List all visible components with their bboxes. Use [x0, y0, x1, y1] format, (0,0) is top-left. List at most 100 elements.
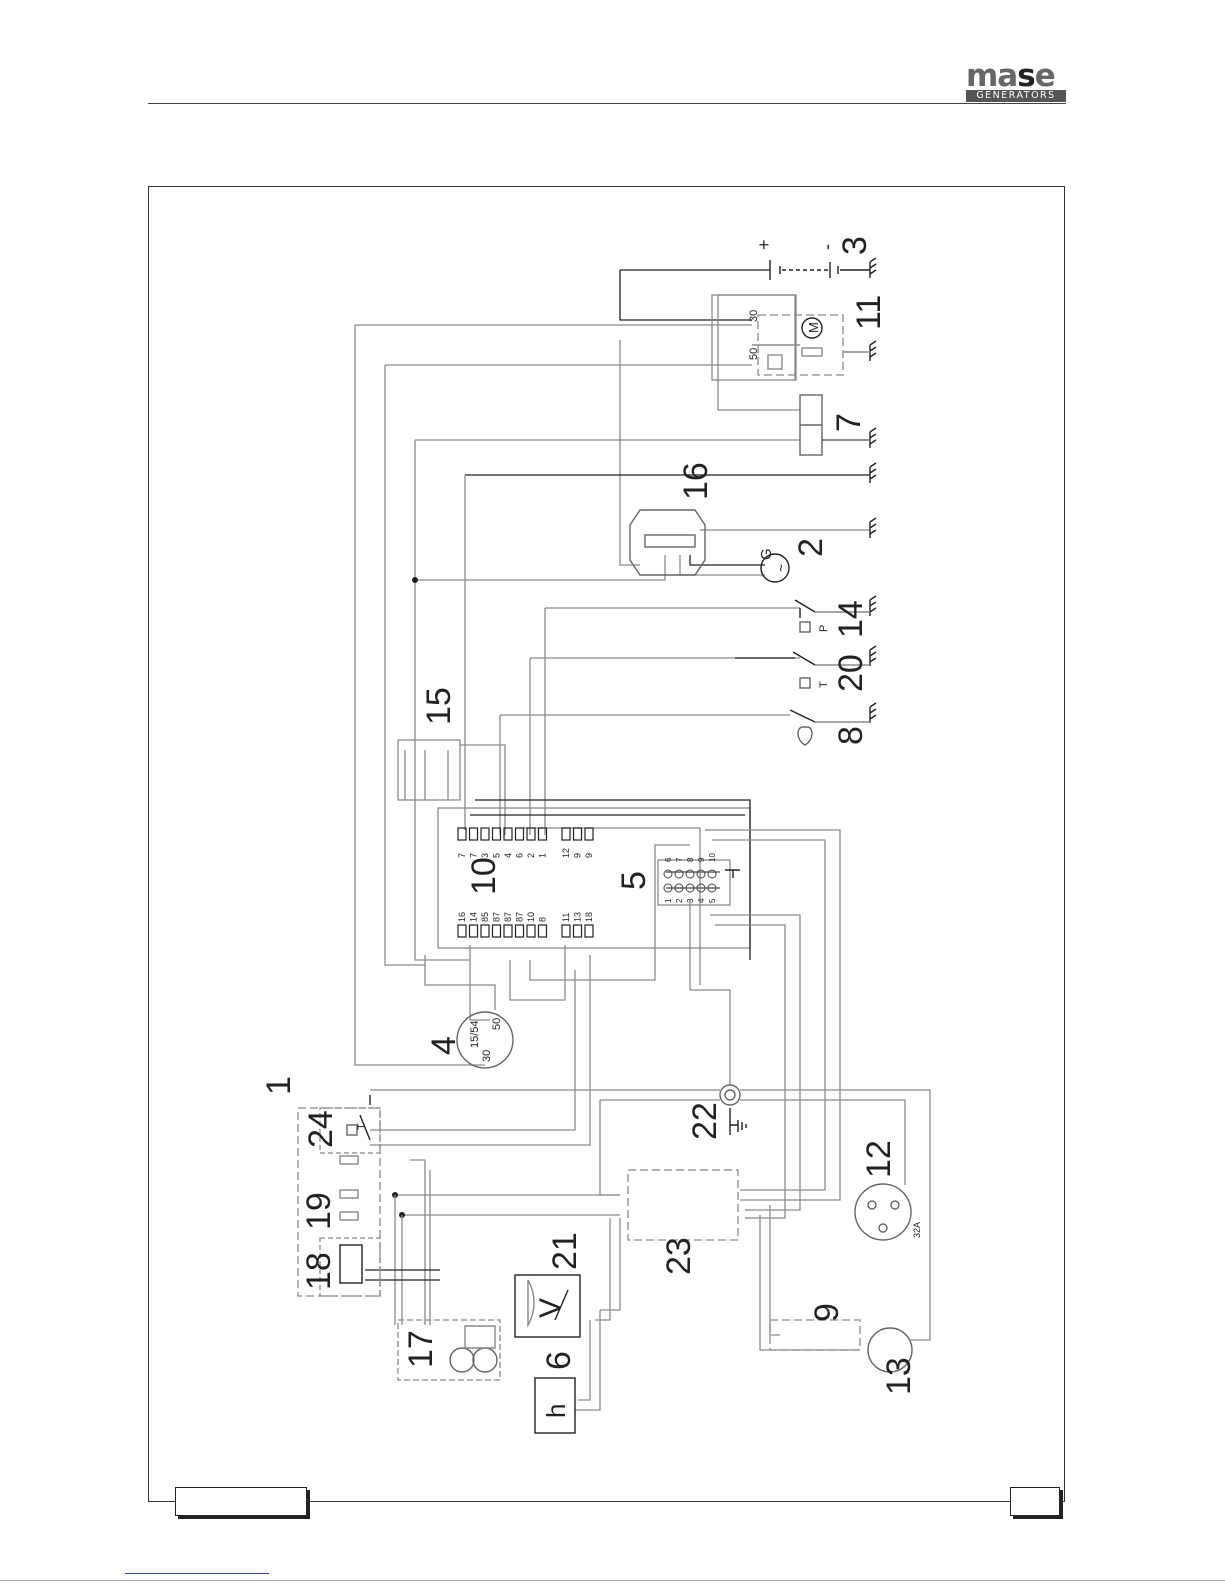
- terminal-number: 18: [584, 912, 594, 922]
- component-label-6: 6: [540, 1351, 578, 1370]
- key-1554-label: 15/54: [469, 1020, 481, 1048]
- terminal-5-screw: [708, 870, 716, 878]
- terminal-block: [516, 828, 524, 840]
- temp-t-label: T: [818, 681, 830, 688]
- resistor-19-b: [340, 1212, 358, 1220]
- terminal-number: 87: [515, 912, 525, 922]
- terminal-number: 8: [538, 917, 548, 922]
- component-label-12: 12: [860, 1140, 898, 1178]
- starter-pin-30: 30: [748, 310, 760, 322]
- pressure-sensor-body: [800, 622, 810, 632]
- terminal-5-number: 2: [675, 898, 684, 903]
- avr-17-pot: [473, 1348, 497, 1372]
- terminal-number: 2: [526, 853, 536, 858]
- component-label-7: 7: [830, 413, 868, 432]
- battery-cell-1: [770, 260, 780, 280]
- wire-key-50: [510, 945, 565, 1000]
- socket-12-pin: [879, 1224, 887, 1232]
- wire-24-relay: [370, 970, 575, 1130]
- ground-symbol-16: [870, 463, 876, 483]
- ground-symbol-11: [870, 341, 876, 361]
- terminal-number: 5: [492, 853, 502, 858]
- starter-solenoid: [768, 355, 782, 369]
- terminal-number: 16: [457, 912, 467, 922]
- terminal-block: [516, 925, 524, 937]
- wire-panel-bus-3: [520, 828, 700, 985]
- component-label-16: 16: [677, 462, 715, 500]
- resistor-19-a: [340, 1190, 358, 1198]
- wire-24-relay-2: [370, 955, 590, 1145]
- starter-motor-label: M: [806, 322, 821, 333]
- terminal-number: 9: [573, 853, 583, 858]
- socket-rating-label: 32A: [912, 1222, 922, 1238]
- generator-tilde-label: ~: [773, 564, 789, 572]
- ground-symbol-20: [870, 646, 876, 666]
- terminal-5-earth: [725, 870, 740, 878]
- fuel-switch-8: [790, 710, 815, 722]
- breaker-9-box: [770, 1320, 860, 1350]
- thermal-24-switch: [360, 1095, 370, 1140]
- battery-plus-label: +: [754, 239, 774, 250]
- wire-panel-bus-1: [475, 800, 750, 960]
- component-label-17: 17: [402, 1330, 440, 1368]
- terminal-block: [458, 925, 466, 937]
- relay-15-box: [398, 740, 460, 800]
- terminal-5-number: 5: [708, 898, 717, 903]
- terminal-number: 87: [503, 912, 513, 922]
- terminal-block: [574, 925, 582, 937]
- hourmeter-h-label: h: [541, 1404, 571, 1418]
- component-label-19: 19: [300, 1192, 338, 1230]
- wire-term-socket-4: [715, 925, 785, 1218]
- terminal-number: 6: [515, 853, 525, 858]
- component-label-18: 18: [300, 1252, 338, 1290]
- socket-12-pin: [891, 1201, 899, 1209]
- starter-11-outline: [712, 295, 796, 380]
- wire-24-to-17: [410, 1160, 430, 1325]
- terminal-block: [527, 828, 535, 840]
- terminal-number: 3: [480, 853, 490, 858]
- terminal-block: [527, 925, 535, 937]
- junction-dot: [412, 577, 418, 583]
- avr-17-pot: [450, 1348, 474, 1372]
- ground-symbol-8: [870, 703, 876, 723]
- terminal-number: 11: [561, 913, 571, 922]
- fuel-float-symbol: [798, 727, 812, 745]
- terminal-5-number: 4: [697, 898, 706, 903]
- terminal-number: 13: [573, 912, 583, 922]
- ground-symbol-14: [870, 596, 876, 616]
- avr-17-heatsink: [465, 1326, 495, 1348]
- footer-tab-left: [175, 1487, 307, 1516]
- terminal-block: [493, 828, 501, 840]
- wire-key-terminal: [530, 845, 690, 980]
- wire-breaker-feed: [600, 1100, 620, 1195]
- wire-hourmeter: [575, 1310, 600, 1410]
- relay-15-contacts: [405, 750, 448, 800]
- terminal-number: 7: [457, 853, 467, 858]
- terminal-5-screw: [697, 870, 705, 878]
- terminal-5-number: 3: [686, 898, 695, 903]
- footer-link-underline[interactable]: [125, 1573, 269, 1574]
- component-label-15: 15: [420, 687, 458, 725]
- battery-minus-label: -: [817, 244, 837, 250]
- component-label-2: 2: [792, 538, 830, 557]
- wire-earth-socket13: [740, 1090, 930, 1340]
- component-label-11: 11: [850, 295, 888, 330]
- earth-point-22: [720, 1085, 740, 1105]
- ground-symbol-regulator: [870, 518, 876, 538]
- wire-term-socket-3: [710, 915, 800, 1210]
- wire-term-socket-1: [705, 830, 840, 1200]
- wire-breaker-9: [760, 1215, 860, 1350]
- wire-breaker-9-b: [770, 1205, 780, 1335]
- thermal-24-t-label: T: [356, 1123, 368, 1130]
- generator-g-label: G: [758, 548, 775, 560]
- wire-gen-2: [690, 555, 765, 565]
- component-label-4: 4: [425, 1036, 463, 1055]
- terminal-block: [585, 828, 593, 840]
- terminal-5-number: 7: [675, 857, 684, 862]
- wire-key-loop: [425, 955, 495, 1010]
- temp-sensor-body: [800, 678, 810, 688]
- voltmeter-v-label: V: [534, 1298, 567, 1318]
- terminal-block: [470, 828, 478, 840]
